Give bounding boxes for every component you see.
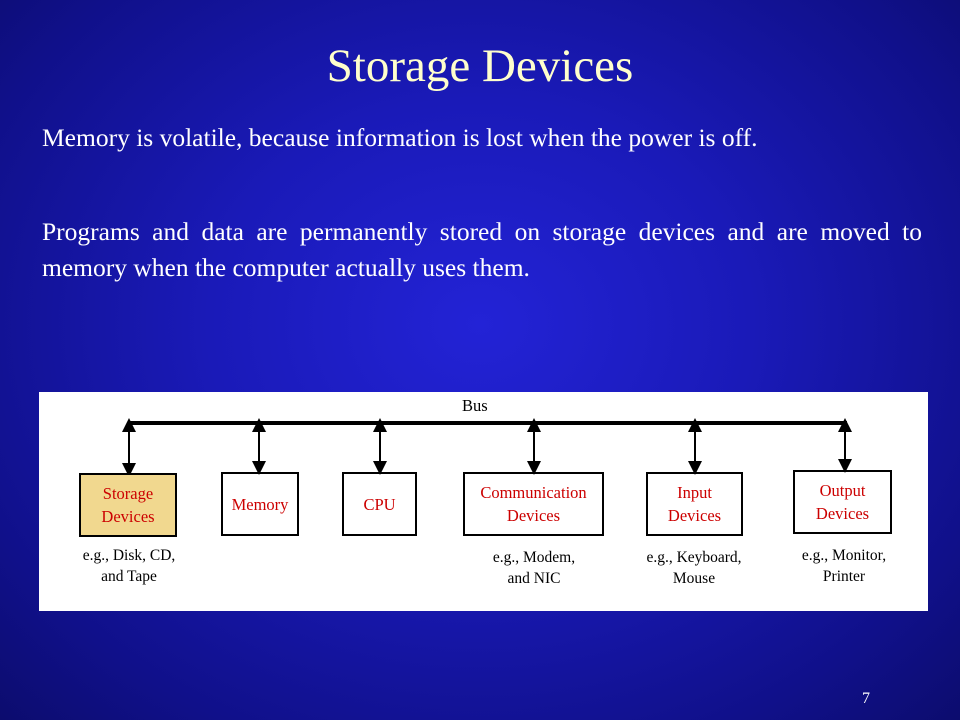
output-devices-label: Output Devices	[815, 481, 870, 523]
memory-box: Memory	[221, 472, 299, 536]
computer-architecture-diagram: Bus Storage Devices Memory CPU Communica…	[39, 392, 928, 611]
storage-devices-box: Storage Devices	[79, 473, 177, 537]
communication-devices-box: Communication Devices	[463, 472, 604, 536]
input-devices-box: Input Devices	[646, 472, 743, 536]
bus-connectors	[122, 418, 852, 477]
memory-label: Memory	[231, 494, 289, 514]
storage-devices-label: Storage Devices	[101, 484, 155, 526]
storage-example: e.g., Disk, CD, and Tape	[82, 547, 176, 585]
paragraph-storage-devices: Programs and data are permanently stored…	[42, 217, 922, 282]
input-example: e.g., Keyboard, Mouse	[646, 549, 742, 587]
cpu-box: CPU	[342, 472, 417, 536]
output-example: e.g., Monitor, Printer	[801, 547, 887, 585]
paragraph-volatile-memory: Memory is volatile, because information …	[42, 123, 758, 152]
output-devices-box: Output Devices	[793, 470, 892, 534]
communication-example: e.g., Modem, and NIC	[492, 549, 576, 587]
page-number: 7	[862, 690, 870, 707]
input-devices-label: Input Devices	[667, 483, 722, 525]
cpu-label: CPU	[363, 494, 396, 514]
slide-title: Storage Devices	[326, 40, 634, 92]
bus-label: Bus	[462, 396, 488, 415]
communication-devices-label: Communication Devices	[480, 483, 587, 525]
